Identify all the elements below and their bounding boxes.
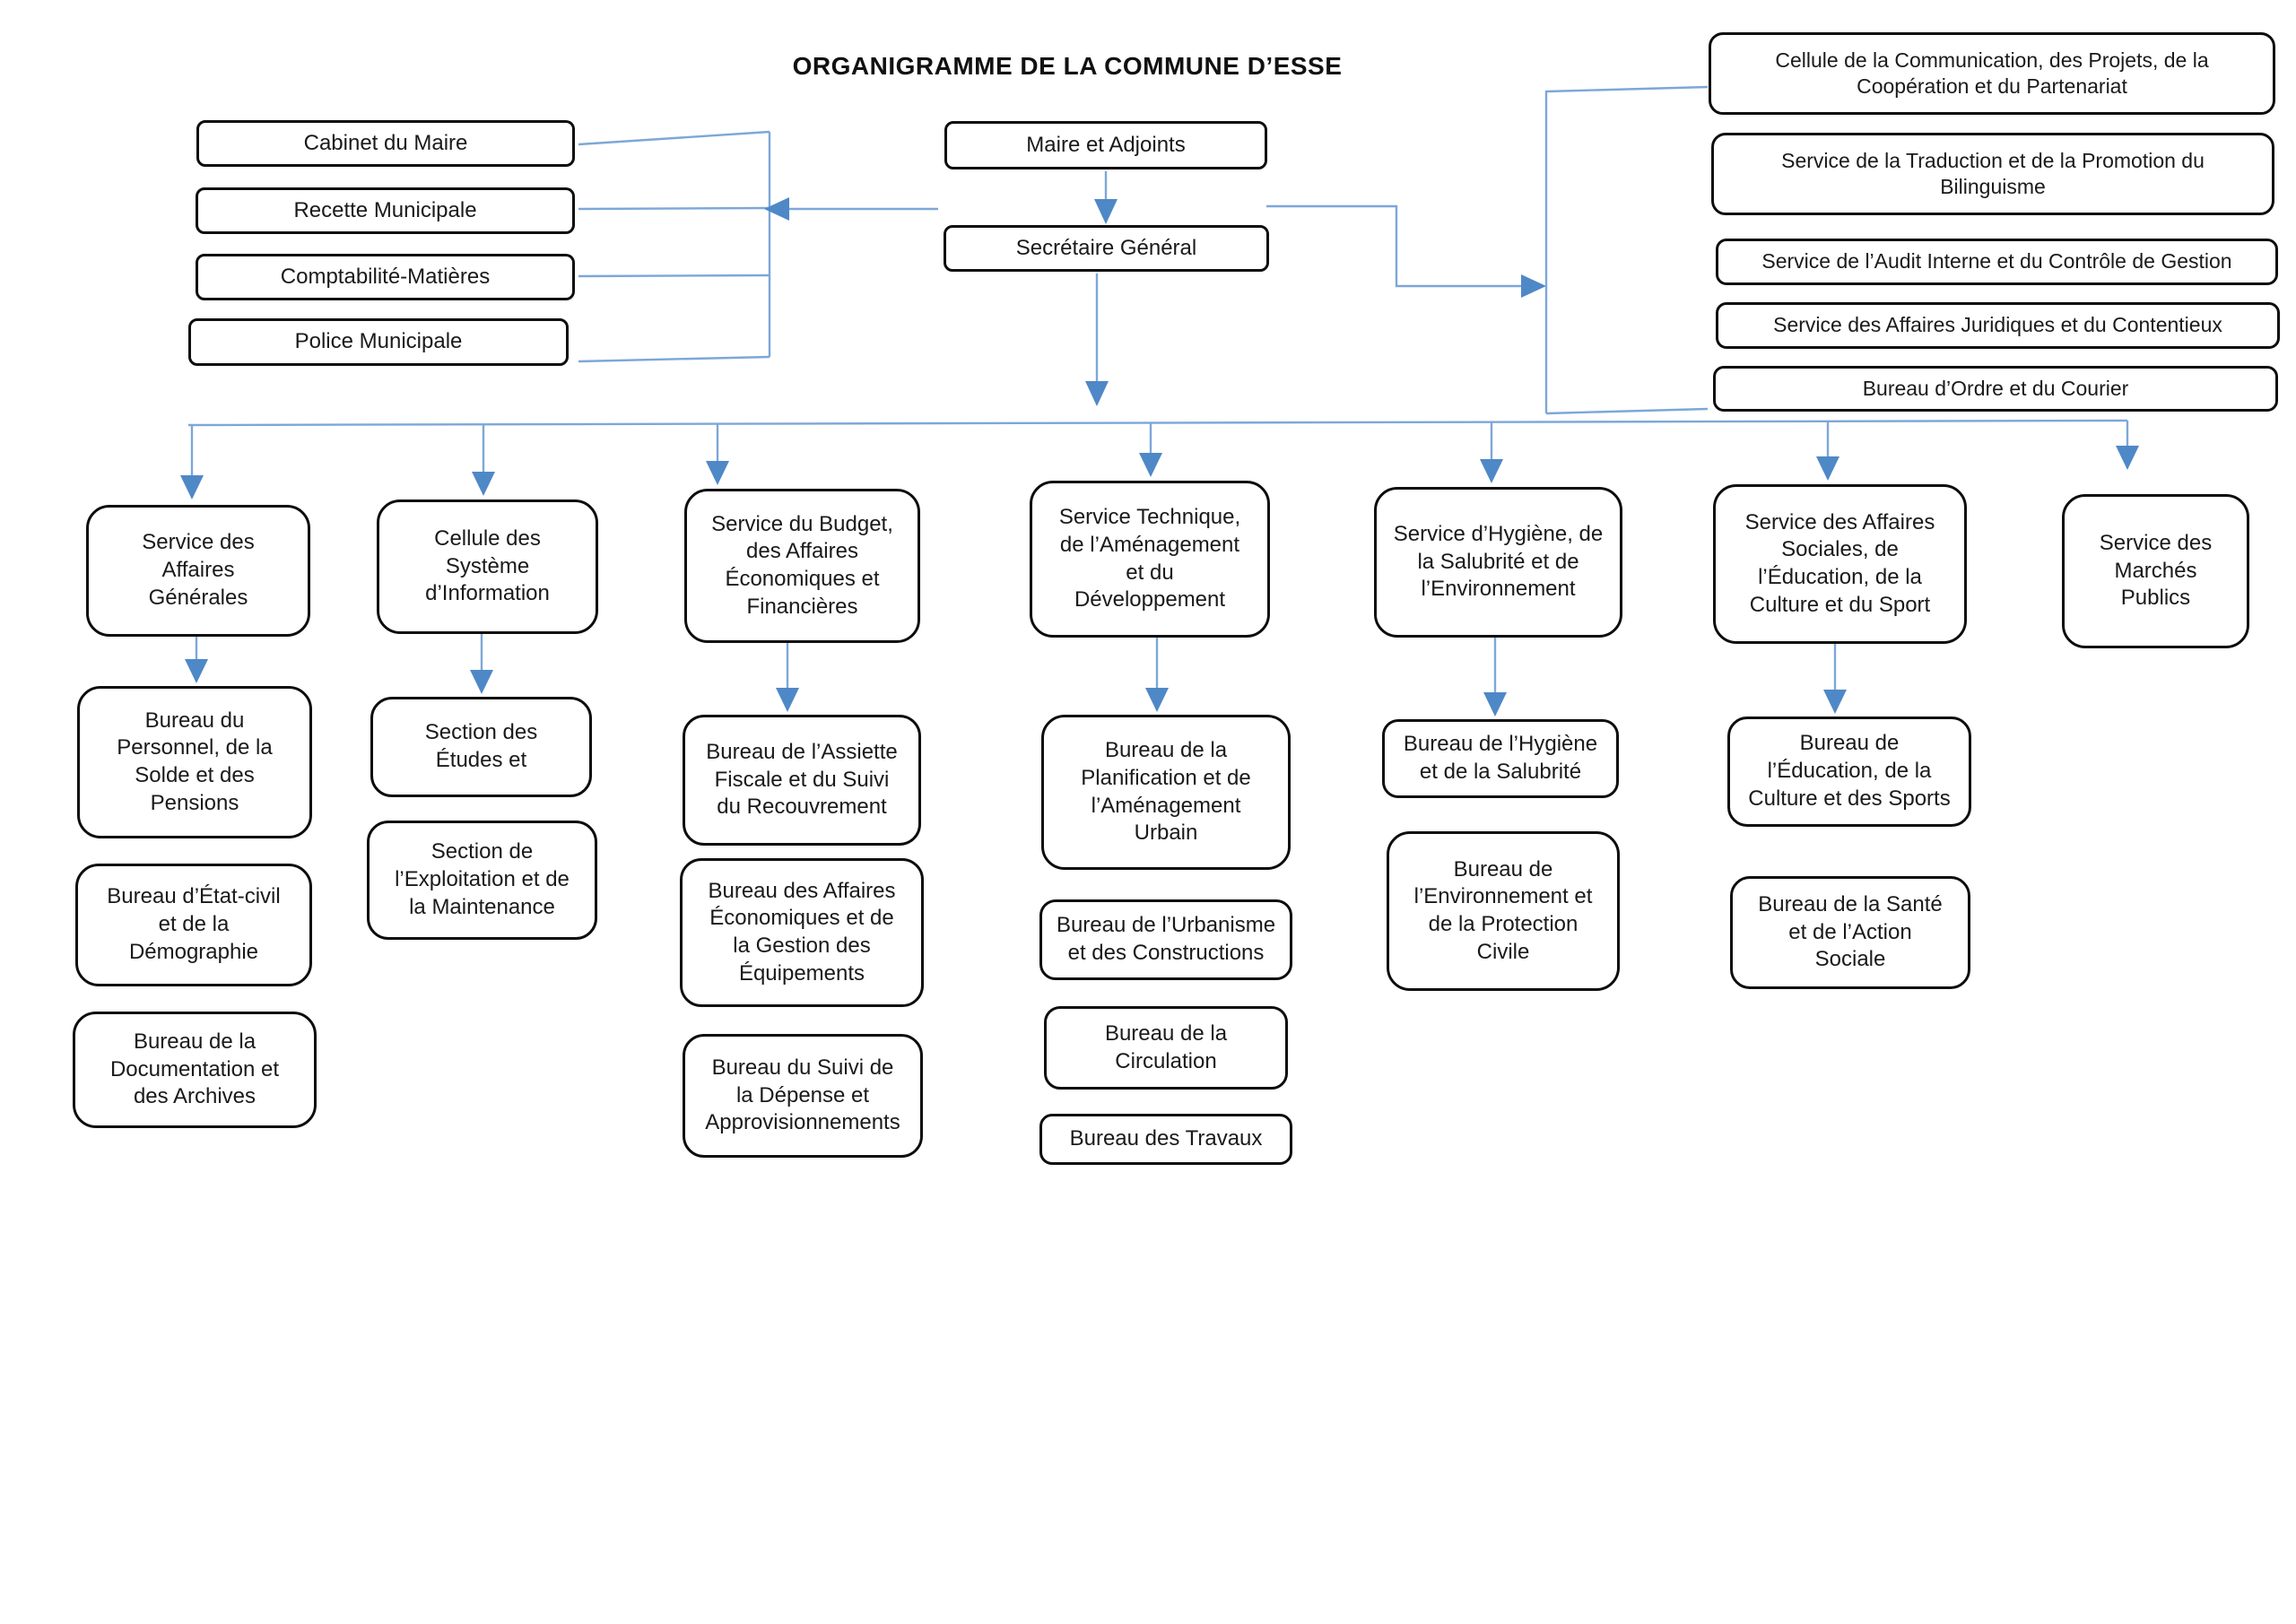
node-b_env_protection: Bureau de l’Environnement et de la Prote… [1387,831,1620,991]
arrow-maire-secretaire-head [1094,199,1118,224]
drop-7-head [2116,446,2139,470]
connector-left-stub-1 [578,130,770,146]
child-arrow-4-head [1145,688,1169,712]
node-police: Police Municipale [188,318,569,366]
child-arrow-1-head [185,659,208,683]
connector-distribution-line [187,419,2128,427]
node-ordre: Bureau d’Ordre et du Courier [1713,366,2278,412]
node-b_suivi_depense: Bureau du Suivi de la Dépense et Approvi… [683,1034,923,1158]
drop-2-head [472,472,495,496]
connector-left-stub-4 [578,355,770,363]
child-arrow-3-head [776,688,799,712]
page-title: ORGANIGRAMME DE LA COMMUNE D’ESSE [792,52,1343,80]
node-svc_sociales: Service des Affaires Sociales, de l’Éduc… [1713,484,1967,644]
drop-3-head [706,461,729,485]
node-b_travaux: Bureau des Travaux [1039,1114,1292,1165]
node-b_personnel: Bureau du Personnel, de la Solde et des … [77,686,312,838]
node-svc_generales: Service des Affaires Générales [86,505,310,637]
node-svc_budget: Service du Budget, des Affaires Économiq… [684,489,920,643]
node-svc_technique: Service Technique, de l’Aménagement et d… [1030,481,1270,638]
connector-left-stub-3 [578,274,770,278]
arrow-right-elbow-shaft [1266,204,1521,288]
child-arrow-6-head [1823,690,1847,714]
node-svc_marches: Service des Marchés Publics [2062,494,2249,648]
node-s_exploitation: Section de l’Exploitation et de la Maint… [367,821,597,940]
node-b_etatcivil: Bureau d’État-civil et de la Démographie [75,864,312,986]
child-arrow-2-head [470,670,493,694]
node-svc_si: Cellule des Système d’Information [377,499,598,634]
arrow-secretaire-down-head [1085,381,1109,406]
child-arrow-5-head [1483,692,1507,716]
drop-6-head [1816,456,1839,481]
node-cabinet: Cabinet du Maire [196,120,575,167]
node-cellule_comm: Cellule de la Communication, des Projets… [1709,32,2275,115]
node-secretaire: Secrétaire Général [944,225,1269,272]
node-b_assiette: Bureau de l’Assiette Fiscale et du Suivi… [683,715,921,846]
connector-left-stub-2 [578,206,770,211]
node-b_circulation: Bureau de la Circulation [1044,1006,1288,1090]
node-b_education: Bureau de l’Éducation, de la Culture et … [1727,716,1971,827]
node-b_affaires_eco: Bureau des Affaires Économiques et de la… [680,858,924,1007]
node-svc_hygiene: Service d’Hygiène, de la Salubrité et de… [1374,487,1622,638]
node-s_etudes: Section des Études et [370,697,592,797]
node-maire: Maire et Adjoints [944,121,1267,169]
node-b_urbanisme: Bureau de l’Urbanisme et des Constructio… [1039,899,1292,980]
node-b_documentation: Bureau de la Documentation et des Archiv… [73,1012,317,1128]
node-b_hyg_salubrite: Bureau de l’Hygiène et de la Salubrité [1382,719,1619,798]
connector-right-stub-top [1545,85,1709,93]
drop-5-head [1480,459,1503,483]
connector-right-stub-bottom [1545,407,1709,415]
node-audit: Service de l’Audit Interne et du Contrôl… [1716,239,2278,285]
node-traduction: Service de la Traduction et de la Promot… [1711,133,2274,215]
node-b_planification: Bureau de la Planification et de l’Aména… [1041,715,1291,870]
drop-1-head [180,475,204,499]
arrow-left-head [764,197,789,221]
node-recette: Recette Municipale [196,187,575,234]
drop-4-head [1139,453,1162,477]
node-comptabilite: Comptabilité-Matières [196,254,575,300]
node-juridiques: Service des Affaires Juridiques et du Co… [1716,302,2280,349]
node-b_sante: Bureau de la Santé et de l’Action Social… [1730,876,1970,989]
arrow-right-elbow-head [1521,274,1546,298]
